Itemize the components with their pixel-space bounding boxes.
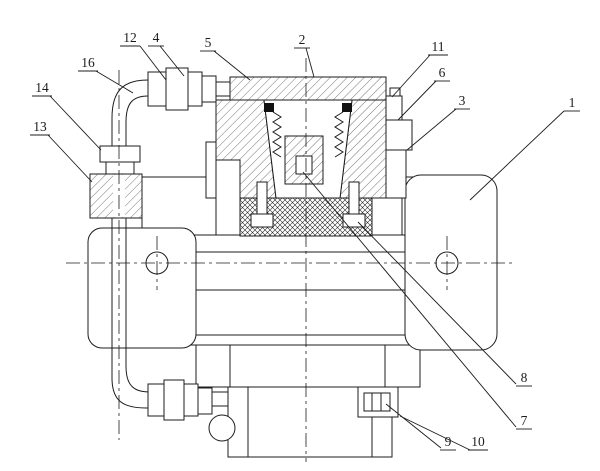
bottom-pipe-assembly <box>111 365 228 421</box>
head-assembly <box>205 76 413 237</box>
top-cover-plate <box>229 76 387 101</box>
bottom-port-circle <box>208 414 236 442</box>
pipe-nut-2 <box>165 67 189 111</box>
right-seal <box>342 103 352 112</box>
callout-labels: 12 4 5 2 11 6 3 1 16 14 13 8 7 9 10 <box>33 30 575 449</box>
callout-label-16: 16 <box>81 55 95 70</box>
callout-label-9: 9 <box>445 434 452 449</box>
callout-label-2: 2 <box>299 32 306 47</box>
left-mounting-flange <box>87 227 197 349</box>
callout-label-10: 10 <box>471 434 485 449</box>
pipe-union-nut <box>99 145 141 163</box>
bottom-nut-2 <box>163 379 185 421</box>
top-elbow-outer <box>111 79 149 146</box>
callout-label-8: 8 <box>521 370 528 385</box>
callout-label-4: 4 <box>153 30 160 45</box>
bottom-drain-fitting <box>357 386 399 418</box>
callout-label-3: 3 <box>459 93 466 108</box>
left-spring <box>272 111 282 158</box>
pipe-nut-4 <box>201 75 217 103</box>
bottom-elbow-outer <box>111 377 148 409</box>
bottom-elbow-inner <box>125 365 151 393</box>
callout-label-6: 6 <box>439 65 446 80</box>
top-pipe-assembly <box>89 67 230 378</box>
callout-label-5: 5 <box>205 35 212 50</box>
callout-label-1: 1 <box>569 95 576 110</box>
right-mounting-flange <box>404 174 498 351</box>
leader-lines <box>30 45 580 451</box>
body-detail-lines <box>196 251 405 457</box>
callout-label-14: 14 <box>35 80 49 95</box>
right-spring <box>334 111 344 158</box>
top-elbow-inner <box>125 95 149 146</box>
left-seal <box>264 103 274 112</box>
left-gasket-bolt <box>250 181 274 228</box>
callout-label-11: 11 <box>432 39 445 54</box>
callout-label-7: 7 <box>521 413 528 428</box>
callout-label-12: 12 <box>123 30 137 45</box>
bottom-nut-3 <box>183 383 199 417</box>
side-bolt <box>389 87 401 97</box>
bottom-nut-4 <box>197 387 213 415</box>
callout-label-13: 13 <box>33 119 47 134</box>
centerlines <box>66 58 514 462</box>
bottom-nut-1 <box>147 383 165 417</box>
pipe-nut-3 <box>187 71 203 107</box>
